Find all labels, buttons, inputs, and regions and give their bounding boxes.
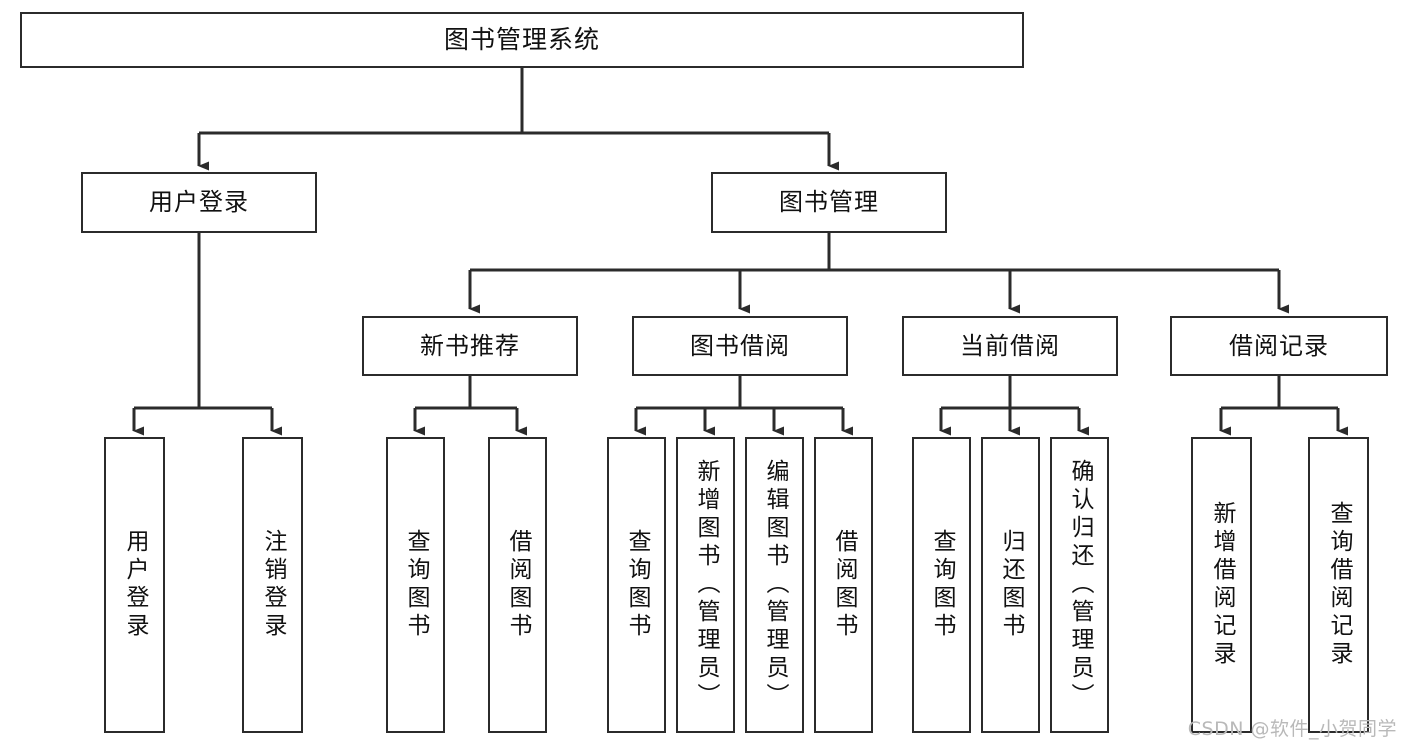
node-leaf-confirm-return[interactable]: 确认归还（管理员） — [1050, 437, 1109, 733]
node-root[interactable]: 图书管理系统 — [20, 12, 1024, 68]
node-leaf-query-record[interactable]: 查询借阅记录 — [1308, 437, 1369, 733]
node-book-borrow[interactable]: 图书借阅 — [632, 316, 848, 376]
node-leaf-borrow-book-2-label: 借阅图书 — [831, 529, 857, 641]
node-user-login-label: 用户登录 — [149, 188, 249, 217]
node-leaf-query-book-2[interactable]: 查询图书 — [607, 437, 666, 733]
node-leaf-edit-book[interactable]: 编辑图书（管理员） — [745, 437, 804, 733]
node-book-borrow-label: 图书借阅 — [690, 331, 790, 360]
node-book-manage[interactable]: 图书管理 — [711, 172, 947, 233]
node-root-label: 图书管理系统 — [443, 25, 600, 55]
node-leaf-edit-book-label: 编辑图书（管理员） — [762, 459, 788, 711]
node-new-book-rec-label: 新书推荐 — [420, 331, 520, 360]
node-leaf-add-record[interactable]: 新增借阅记录 — [1191, 437, 1252, 733]
node-leaf-add-record-label: 新增借阅记录 — [1209, 501, 1235, 669]
node-leaf-return-book[interactable]: 归还图书 — [981, 437, 1040, 733]
node-user-login[interactable]: 用户登录 — [81, 172, 317, 233]
node-leaf-confirm-return-label: 确认归还（管理员） — [1067, 459, 1093, 711]
node-leaf-query-record-label: 查询借阅记录 — [1326, 501, 1352, 669]
node-leaf-add-book-label: 新增图书（管理员） — [693, 459, 719, 711]
node-leaf-query-book-1[interactable]: 查询图书 — [386, 437, 445, 733]
node-book-manage-label: 图书管理 — [779, 188, 879, 217]
node-leaf-query-book-2-label: 查询图书 — [624, 529, 650, 641]
node-leaf-query-book-3[interactable]: 查询图书 — [912, 437, 971, 733]
node-leaf-borrow-book-2[interactable]: 借阅图书 — [814, 437, 873, 733]
node-leaf-logout[interactable]: 注销登录 — [242, 437, 303, 733]
node-leaf-query-book-1-label: 查询图书 — [403, 529, 429, 641]
node-leaf-logout-label: 注销登录 — [260, 529, 286, 641]
node-leaf-borrow-book-1[interactable]: 借阅图书 — [488, 437, 547, 733]
node-current-borrow-label: 当前借阅 — [960, 331, 1060, 360]
node-borrow-record-label: 借阅记录 — [1229, 331, 1329, 360]
node-borrow-record[interactable]: 借阅记录 — [1170, 316, 1388, 376]
node-leaf-query-book-3-label: 查询图书 — [929, 529, 955, 641]
node-leaf-user-login[interactable]: 用户登录 — [104, 437, 165, 733]
node-leaf-return-book-label: 归还图书 — [998, 529, 1024, 641]
node-leaf-add-book[interactable]: 新增图书（管理员） — [676, 437, 735, 733]
node-leaf-user-login-label: 用户登录 — [122, 529, 148, 641]
node-new-book-rec[interactable]: 新书推荐 — [362, 316, 578, 376]
node-leaf-borrow-book-1-label: 借阅图书 — [505, 529, 531, 641]
node-current-borrow[interactable]: 当前借阅 — [902, 316, 1118, 376]
csdn-watermark: CSDN @软件_小贺同学 — [1187, 718, 1397, 740]
